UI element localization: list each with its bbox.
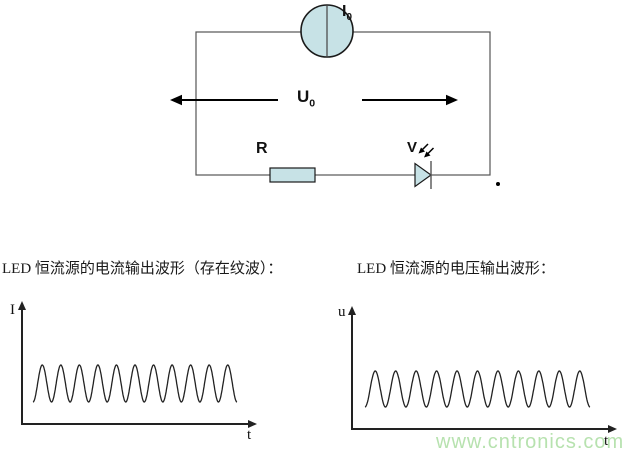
right-plot-xlabel: t: [604, 433, 609, 449]
caption-current-waveform: LED 恒流源的电流输出波形（存在纹波）：: [2, 261, 283, 277]
u0-left-arrowhead: [170, 94, 182, 106]
resistor-symbol: [269, 167, 316, 183]
current-source-label-base: I: [342, 3, 347, 20]
current-source-label: I0: [342, 3, 352, 23]
right-plot-ylabel: u: [338, 304, 346, 320]
diode-triangle: [414, 162, 433, 188]
voltage-ripple-waveform: [364, 370, 591, 408]
dot-mark: [496, 182, 500, 186]
voltage-label: U0: [297, 87, 315, 109]
current-ripple-waveform: [32, 364, 238, 403]
caption-voltage-waveform: LED 恒流源的电压输出波形：: [357, 261, 555, 277]
left-plot-ylabel: I: [10, 302, 15, 318]
u0-right-arrowhead: [446, 94, 458, 106]
diode-label: V: [407, 139, 418, 156]
watermark-text: www.cntronics.com: [436, 431, 625, 453]
left-plot-xlabel: t: [247, 427, 252, 443]
led-emission-arrows-icon: [418, 143, 435, 158]
voltage-label-sub: 0: [309, 97, 316, 110]
left-plot-axes: [18, 301, 257, 428]
circuit-loop-wire: [195, 31, 491, 176]
current-source-label-sub: 0: [346, 12, 352, 24]
voltage-label-base: U: [297, 87, 310, 106]
right-plot-axes: [348, 306, 617, 433]
resistor-label: R: [256, 140, 268, 157]
